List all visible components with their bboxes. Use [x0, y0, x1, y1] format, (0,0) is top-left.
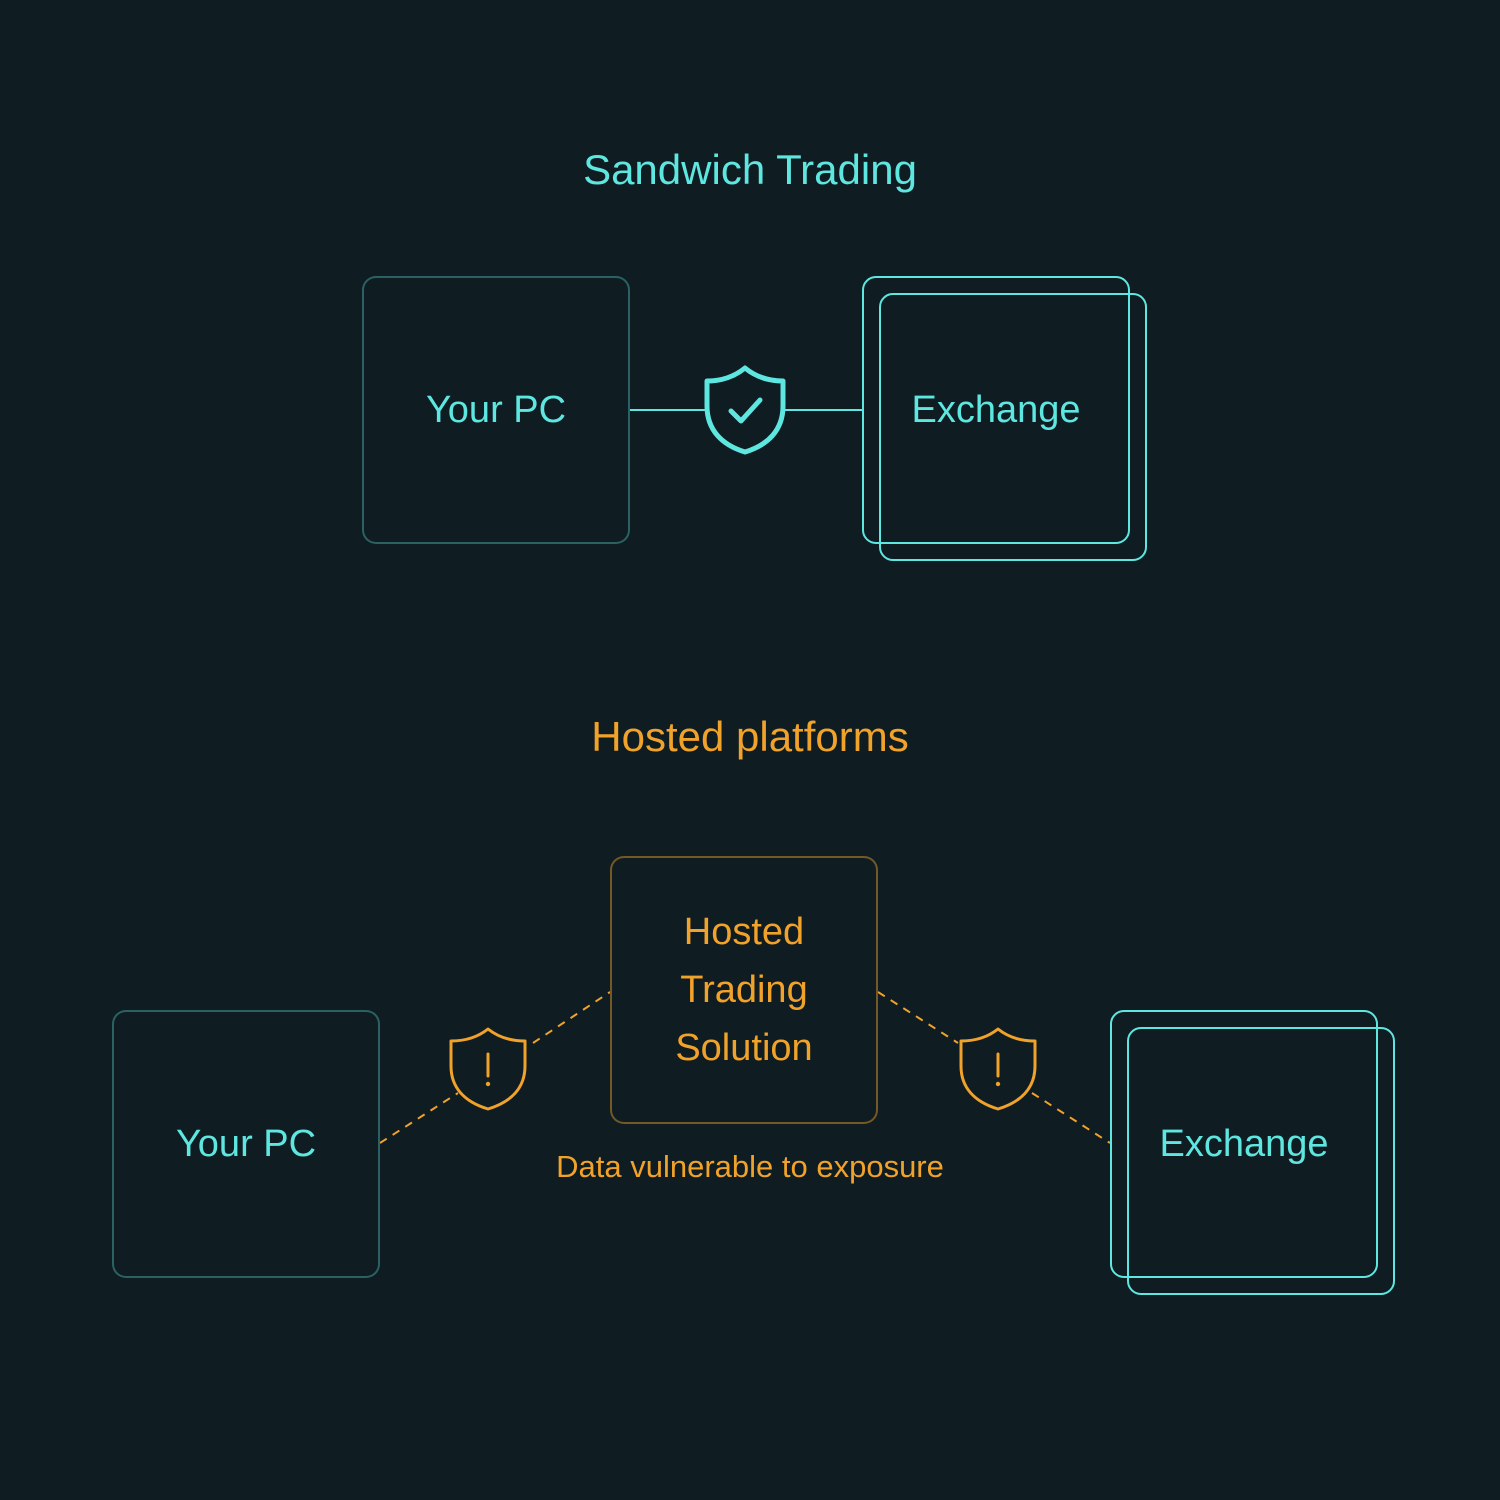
hosted-exchange-stack-back	[1127, 1027, 1395, 1295]
sandwich-exchange-box: Exchange	[862, 276, 1130, 544]
hosted-trading-solution-box: Hosted Trading Solution	[610, 856, 878, 1124]
hosted-exchange-label: Exchange	[1159, 1123, 1329, 1165]
shield-check-icon	[704, 365, 786, 455]
vulnerable-connector-shield-to-exchange	[1031, 1092, 1111, 1144]
shield-warning-icon-left	[449, 1027, 527, 1111]
vulnerable-connector-host-to-shield	[877, 991, 959, 1044]
hosted-your-pc-box: Your PC	[112, 1010, 380, 1278]
hosted-your-pc-label: Your PC	[175, 1123, 317, 1165]
hosted-exchange-box: Exchange	[1110, 1010, 1378, 1278]
hosted-solution-line-3: Solution	[675, 1027, 813, 1069]
sandwich-exchange-label: Exchange	[911, 389, 1081, 431]
hosted-solution-label: Hosted Trading Solution	[675, 903, 812, 1077]
vulnerable-connector-pc-to-shield	[379, 1092, 459, 1144]
sandwich-your-pc-label: Your PC	[425, 389, 567, 431]
sandwich-your-pc-box: Your PC	[362, 276, 630, 544]
hosted-platforms-title: Hosted platforms	[591, 713, 909, 760]
sandwich-exchange-stack-back	[879, 293, 1147, 561]
hosted-solution-line-1: Hosted	[683, 911, 805, 953]
vulnerability-caption: Data vulnerable to exposure	[556, 1149, 944, 1184]
sandwich-trading-title: Sandwich Trading	[583, 146, 917, 193]
hosted-solution-line-2: Trading	[680, 969, 808, 1011]
shield-warning-icon-right	[959, 1027, 1037, 1111]
vulnerable-connector-shield-to-host	[532, 991, 611, 1044]
